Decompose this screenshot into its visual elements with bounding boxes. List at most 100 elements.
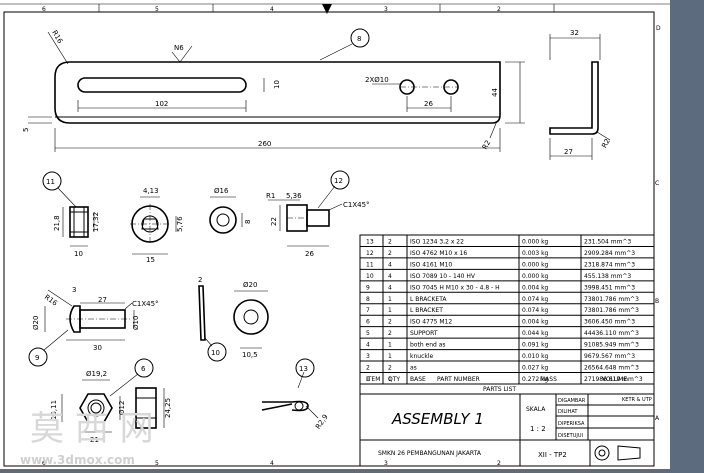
balloon-10	[207, 342, 227, 362]
parts-cell: both end as	[410, 342, 446, 349]
zone-bottom-4: 4	[270, 460, 274, 467]
washer-front: 4,13 5,76 15	[130, 187, 184, 264]
role-disetujui: DISETUJUI	[558, 433, 583, 439]
parts-cell: 9679.567 mm^3	[584, 353, 635, 360]
title-block: ASSEMBLY 1 SKALA 1 : 2 DIGAMBAR DILIHAT …	[359, 393, 655, 467]
zone-top-6: 6	[42, 6, 46, 13]
parts-cell: 0.074 kg	[522, 296, 549, 303]
role-digambar: DIGAMBAR	[558, 398, 586, 404]
parts-cell: 10	[366, 273, 374, 280]
parts-cell: 13	[366, 238, 374, 245]
dim-thickness: 5	[22, 128, 30, 132]
svg-text:13: 13	[299, 365, 308, 373]
balloon-9	[28, 347, 48, 367]
parts-cell: 2318.874 mm^3	[584, 261, 635, 268]
parts-cell: 0.044 kg	[522, 330, 549, 337]
parts-cell: 2	[388, 238, 392, 245]
parts-cell: 0.003 kg	[522, 250, 549, 257]
detail-11: 21,8 17,32 10 11	[42, 171, 100, 258]
parts-cell: ISO 1234 3,2 x 22	[410, 238, 464, 245]
nut-height: 10,11	[50, 400, 58, 420]
parts-cell: as	[410, 365, 417, 372]
parts-cell: 1	[388, 307, 392, 314]
parts-cell: 3998.451 mm^3	[584, 284, 635, 291]
parts-cell: 1	[388, 296, 392, 303]
zone-bottom-5: 5	[155, 460, 159, 467]
radius-r2: R2	[481, 139, 493, 151]
d12-chamfer: C1X45°	[343, 201, 370, 209]
watermark: 莫 西 网 www.3dmox.com	[20, 409, 154, 467]
clip-radius: R2,9	[314, 413, 330, 431]
dim-slot-length: 102	[155, 100, 168, 108]
svg-text:12: 12	[334, 177, 343, 185]
radius-r16: R16	[50, 29, 64, 45]
class-code: XII - TP2	[538, 451, 567, 459]
zone-bottom-6: 6	[42, 460, 46, 467]
parts-cell: 5	[366, 330, 370, 337]
zone-right-a: A	[655, 415, 660, 422]
zone-bottom-2: 2	[497, 460, 501, 467]
drawing-title: ASSEMBLY 1	[391, 410, 484, 428]
parts-cell: 0.272 kg	[522, 376, 549, 383]
d12-dim-b: 22	[270, 217, 278, 226]
parts-cell: 44436.110 mm^3	[584, 330, 639, 337]
balloon-13	[295, 358, 315, 378]
parts-cell: 3606.450 mm^3	[584, 319, 635, 326]
parts-cell: 0.000 kg	[522, 273, 549, 280]
parts-cell: 2909.284 mm^3	[584, 250, 635, 257]
parts-cell: 2	[388, 365, 392, 372]
parts-cell: 0.000 kg	[522, 238, 549, 245]
col-volume: VOLUME	[602, 376, 627, 383]
drawing-sheet: 6 5 4 3 2 D C B A 6 5 4 3 2 102 10 26 2X…	[0, 0, 670, 469]
drawing-canvas: 6 5 4 3 2 D C B A 6 5 4 3 2 102 10 26 2X…	[0, 3, 670, 467]
parts-cell: 455.138 mm^3	[584, 273, 631, 280]
parts-cell: 1	[366, 376, 370, 383]
parts-cell: 2	[388, 330, 392, 337]
d12-dim-a: 5,36	[286, 192, 302, 200]
washer-width: 15	[146, 256, 155, 264]
washer20-dia: Ø20	[243, 281, 257, 289]
washer-flats: 4,13	[143, 187, 159, 195]
svg-text:9: 9	[35, 354, 39, 362]
pin-9: R16 3 27 C1X45° Ø20 Ø10 30 9	[28, 286, 159, 367]
col-item: ITEM	[366, 376, 380, 383]
zone-right-c: C	[655, 180, 659, 187]
d12-length: 26	[305, 250, 314, 258]
parts-cell: 9	[366, 284, 370, 291]
parts-cell: 231.504 mm^3	[584, 238, 631, 245]
washer-20: Ø20 10,5	[233, 281, 269, 359]
dim-overall-length: 260	[258, 140, 271, 148]
parts-cell: 0.074 kg	[522, 307, 549, 314]
parts-cell: 0.000 kg	[522, 261, 549, 268]
spring-thickness: 2	[198, 276, 202, 284]
pin-total-len: 30	[93, 344, 102, 352]
nut-across: 21	[90, 436, 99, 444]
pin-head-dia: Ø20	[32, 316, 40, 330]
parts-list-title: PARTS LIST	[483, 386, 516, 393]
pin-chamfer: C1X45°	[132, 300, 159, 308]
role-diperiksa: DIPERIKSA	[558, 421, 585, 427]
title-note: KETR & UTP	[622, 397, 652, 403]
d12-radius: R1	[266, 192, 275, 200]
nut-6: Ø19,2 10,11 Ø12 24,25 21 6	[50, 358, 172, 444]
side-base: 27	[564, 148, 573, 156]
col-mass: MASS	[540, 376, 557, 383]
surface-finish: N6	[174, 44, 184, 52]
parts-cell: 12	[366, 250, 374, 257]
school-name: SMKN 26 PEMBANGUNAN JAKARTA	[378, 450, 482, 457]
slot	[77, 77, 247, 93]
parts-cell: L BRACKETA	[410, 296, 447, 303]
svg-text:10: 10	[211, 349, 220, 357]
parts-cell: 3	[366, 353, 370, 360]
parts-cell: BASE	[410, 376, 426, 383]
hole-note: 2XØ10	[365, 76, 389, 84]
role-dilihat: DILIHAT	[558, 409, 578, 415]
dim-height-44: 44	[491, 88, 499, 97]
parts-cell: 73801.786 mm^3	[584, 307, 639, 314]
zone-bottom-3: 3	[384, 460, 388, 467]
parts-cell: 0.004 kg	[522, 284, 549, 291]
balloon-12	[330, 170, 350, 190]
parts-cell: SUPPORT	[410, 330, 438, 337]
parts-cell: 271986.619 mm^3	[584, 376, 643, 383]
top-view: 102 10 26 2XØ10 44 5 260 R16 N6 R2 8	[22, 28, 525, 152]
